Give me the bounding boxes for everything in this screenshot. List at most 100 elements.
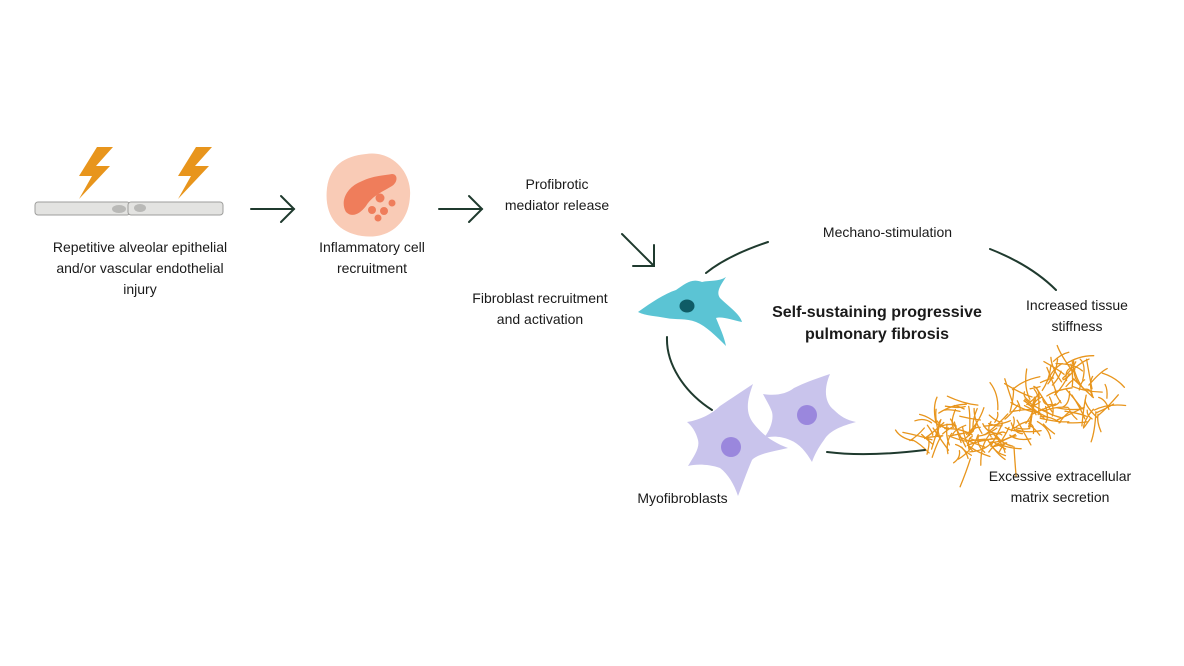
ecm-fiber [1079, 358, 1085, 381]
ecm-fiber [1028, 424, 1041, 436]
ecm-fiber [1024, 398, 1050, 414]
ecm-fiber [942, 426, 954, 435]
ecm-fiber [923, 421, 945, 440]
fibroblast-cell [638, 277, 742, 346]
ecm-fibers [894, 344, 1127, 488]
ecm-fiber [1023, 400, 1045, 420]
ecm-fiber [1065, 367, 1071, 382]
ecm-fiber [920, 433, 934, 446]
ecm-fiber [1064, 355, 1095, 365]
ecm-fiber [969, 441, 993, 453]
ecm-fiber [952, 449, 961, 464]
ecm-fiber [1086, 409, 1093, 420]
ecm-fiber [968, 405, 971, 437]
ecm-fiber [1042, 398, 1052, 406]
ecm-fiber [936, 420, 950, 429]
ecm-fiber [1039, 417, 1070, 423]
ecm-fiber [1030, 403, 1057, 416]
ecm-fiber [1009, 434, 1032, 441]
ecm-fiber [1101, 372, 1126, 388]
ecm-fiber [1046, 387, 1073, 397]
arrow-inflammation-to-mediator [438, 195, 484, 223]
ecm-fiber [1004, 378, 1014, 405]
ecm-fiber [931, 435, 943, 458]
ecm-fiber [1065, 378, 1076, 388]
ecm-fiber [998, 443, 1022, 450]
ecm-fiber [1015, 428, 1042, 433]
ecm-fiber [973, 407, 983, 434]
cycle-line-mechano [705, 241, 769, 274]
ecm-fiber [1083, 418, 1091, 428]
ecm-fiber [968, 445, 991, 458]
fibroblast-label: Fibroblast recruitment and activation [472, 290, 608, 327]
ecm-fiber [1104, 383, 1108, 399]
ecm-fiber [1023, 391, 1032, 403]
ecm-fiber [988, 420, 992, 438]
ecm-fiber [1039, 377, 1055, 384]
arrow-injury-to-inflammation [250, 195, 296, 223]
ecm-fiber [989, 381, 999, 411]
ecm-fiber [1084, 399, 1098, 419]
ecm-fiber [926, 438, 930, 455]
epithelial-cells [34, 201, 224, 216]
cycle-line-myofibroblast [665, 336, 713, 411]
ecm-fiber [1043, 360, 1065, 375]
ecm-fiber [980, 433, 991, 466]
ecm-fiber [1013, 446, 1017, 477]
ecm-fiber [972, 407, 978, 432]
ecm-fiber [1066, 421, 1088, 424]
ecm-fiber [894, 429, 914, 442]
ecm-fiber [1009, 387, 1015, 413]
arrow-mediator-to-fibroblast [621, 233, 655, 267]
ecm-fiber [914, 418, 933, 424]
ecm-fiber [912, 439, 930, 454]
mediator-label: Profibrotic mediator release [504, 176, 610, 213]
ecm-fiber [988, 432, 1003, 436]
ecm-fiber [993, 441, 1007, 450]
ecm-fiber [959, 458, 972, 488]
myofibroblasts-label: Myofibroblasts [637, 490, 728, 506]
ecm-fiber [1036, 420, 1052, 440]
cycle-line-stiffness [989, 248, 1057, 291]
ecm-fiber [944, 409, 961, 413]
inflammatory-label: Inflammatory cell recruitment [319, 239, 425, 276]
ecm-fiber [1010, 422, 1024, 435]
inflammatory-cell [326, 153, 411, 237]
cycle-line-ecm [826, 449, 926, 456]
ecm-fiber [1071, 394, 1086, 420]
ecm-fiber [983, 420, 1012, 427]
ecm-fiber [1070, 363, 1074, 387]
ecm-fiber [1072, 360, 1081, 386]
ecm-fiber [1098, 396, 1110, 411]
ecm-fiber [1012, 426, 1030, 430]
ecm-fiber [1071, 359, 1085, 390]
ecm-fiber [1043, 406, 1069, 412]
injury-label: Repetitive alveolar epithelial and/or va… [52, 239, 228, 297]
ecm-fiber [989, 443, 1007, 457]
lightning-icon [79, 147, 113, 199]
ecm-fiber [1062, 390, 1071, 408]
ecm-fiber [1082, 408, 1095, 429]
ecm-fiber [952, 424, 967, 436]
ecm-label: Excessive extracellular matrix secretion [988, 468, 1132, 505]
ecm-fiber [961, 446, 973, 456]
ecm-fiber [1041, 408, 1062, 419]
ecm-fiber [1050, 356, 1063, 383]
lightning-icon [178, 147, 212, 199]
mechano-label: Mechano-stimulation [822, 224, 953, 240]
ecm-fiber [1010, 416, 1015, 432]
ecm-fiber [1098, 394, 1119, 416]
ecm-fiber [1011, 376, 1041, 391]
ecm-fiber [970, 437, 994, 442]
ecm-fiber [933, 396, 938, 423]
ecm-fiber [1010, 401, 1041, 414]
ecm-fiber [946, 432, 953, 455]
ecm-fiber [988, 443, 999, 453]
ecm-fiber [995, 431, 1007, 437]
myofibroblast-cell [687, 384, 788, 496]
ecm-fiber [935, 420, 941, 437]
ecm-fiber [1042, 423, 1056, 435]
ecm-fiber [1004, 404, 1019, 420]
stiffness-label: Increased tissue stiffness [1026, 297, 1128, 334]
ecm-fiber [1064, 410, 1088, 417]
